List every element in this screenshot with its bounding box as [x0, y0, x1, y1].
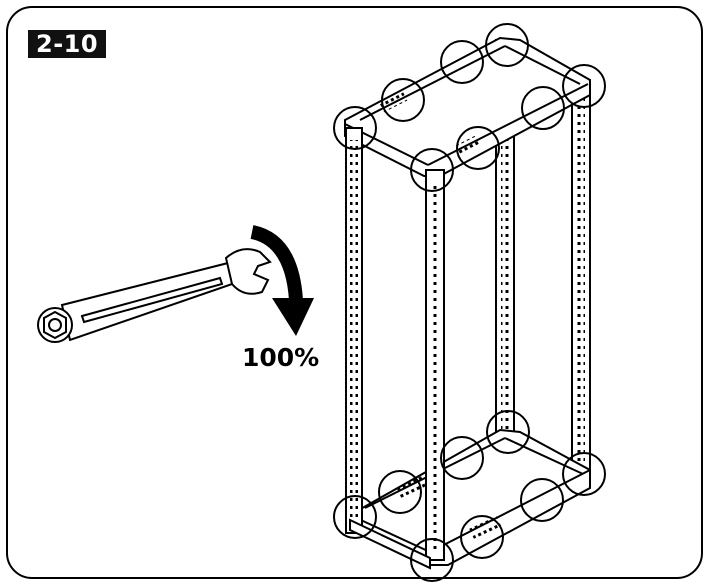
bolt-circle: [562, 452, 606, 496]
bolt-circle: [333, 495, 377, 539]
bolt-circle: [521, 86, 565, 130]
bolt-circle: [333, 106, 377, 150]
bolt-circle: [520, 478, 564, 522]
wrench-icon: [37, 248, 272, 343]
bolt-circle: [440, 40, 484, 84]
bolt-circle: [485, 23, 529, 67]
bolt-circle: [562, 64, 606, 108]
bolt-circle: [456, 126, 500, 170]
bolt-highlight-circles: [333, 23, 606, 582]
bolt-circle: [460, 515, 504, 559]
bolt-circle: [381, 78, 425, 122]
rotation-arrow-icon: [250, 225, 314, 336]
bolt-circle: [410, 148, 454, 192]
bolt-circle: [378, 470, 422, 514]
rack-frame: [344, 36, 591, 570]
bolt-circle: [486, 410, 530, 454]
step-number-badge: 2-10: [28, 30, 107, 58]
bolt-circle: [410, 538, 454, 582]
bolt-circle: [440, 436, 484, 480]
torque-percentage-label: 100%: [242, 343, 320, 372]
